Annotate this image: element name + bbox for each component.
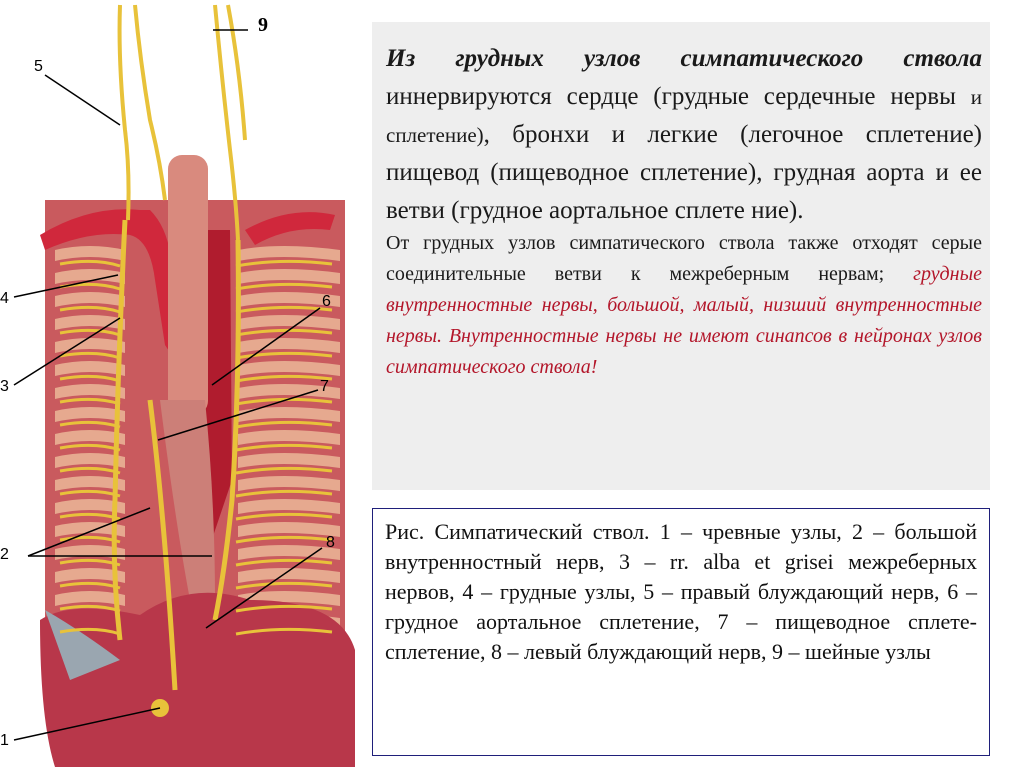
rib-right (238, 522, 340, 537)
rib-left (55, 338, 125, 353)
figure-caption: Рис. Симпатический ствол. 1 – чревные уз… (372, 508, 990, 756)
rib-right (238, 315, 340, 330)
esophagus (160, 400, 215, 600)
rib-left (55, 246, 125, 261)
ramus-left (59, 351, 121, 360)
rib-left (55, 269, 125, 284)
label-2: 2 (0, 546, 9, 563)
rib-right (238, 338, 340, 353)
label-1: 1 (0, 732, 9, 749)
ramus-left (59, 512, 121, 521)
intercostal-rami (59, 259, 333, 636)
rib-left (55, 407, 125, 422)
ramus-left (59, 604, 121, 613)
rib-right (238, 499, 340, 514)
stomach (40, 592, 355, 767)
rib-left (55, 384, 125, 399)
label-9: 9 (258, 14, 268, 36)
text-part-1-small: и сплетение) (386, 85, 982, 147)
label-3: 3 (0, 378, 9, 395)
ramus-left (59, 420, 121, 429)
rib-right (238, 545, 340, 560)
text-part-2: , бронхи и легкие (легочное сплетение) п… (386, 121, 982, 224)
sympathetic-trunk-drawing (13, 4, 355, 767)
text-part-1: иннервируются сердце (грудные сердечные … (386, 83, 971, 110)
ramus-right (235, 535, 333, 544)
rib-right (238, 384, 340, 399)
ramus-right (235, 581, 333, 590)
ramus-right (235, 259, 333, 268)
rib-left (55, 568, 125, 583)
diaphragm (45, 610, 120, 680)
ramus-right (235, 282, 333, 291)
text-part-4-highlight: грудные внутренностные нервы, большой, м… (386, 263, 982, 378)
anatomy-illustration: 9 5 4 3 6 7 2 8 1 (0, 0, 372, 767)
rib-left (55, 476, 125, 491)
ramus-left (59, 374, 121, 383)
rib-right (238, 246, 340, 261)
label-4: 4 (0, 290, 9, 307)
rib-left (55, 430, 125, 445)
rib-left (55, 453, 125, 468)
subclavian-artery (245, 212, 335, 245)
rib-right (238, 453, 340, 468)
leader-lines (13, 29, 323, 741)
rib-right (238, 430, 340, 445)
ramus-left (59, 466, 121, 475)
ramus-right (235, 443, 333, 452)
rib-right (238, 568, 340, 583)
ramus-left (59, 535, 121, 544)
rib-right (238, 361, 340, 376)
ramus-left (59, 305, 121, 314)
ramus-right (235, 305, 333, 314)
ramus-left (59, 627, 121, 636)
ramus-right (235, 489, 333, 498)
description-text-box: Из грудных узлов симпатического ствола и… (372, 22, 990, 490)
ramus-right (235, 512, 333, 521)
description-paragraph-2: От грудных узлов симпатического ствола т… (386, 228, 982, 383)
rib-right (238, 292, 340, 307)
aortic-arch (40, 209, 187, 360)
rib-left (55, 292, 125, 307)
ramus-right (235, 420, 333, 429)
description-paragraph: Из грудных узлов симпатического ствола и… (386, 40, 982, 230)
rib-left (55, 499, 125, 514)
label-6: 6 (322, 293, 331, 310)
ramus-right (235, 627, 333, 636)
ramus-left (59, 489, 121, 498)
rib-left (55, 361, 125, 376)
rib-right (238, 407, 340, 422)
label-5: 5 (34, 58, 43, 75)
ramus-left (59, 443, 121, 452)
ramus-right (235, 351, 333, 360)
label-8: 8 (326, 534, 335, 551)
ramus-left (59, 328, 121, 337)
lead-phrase: Из грудных узлов симпатического ствола (386, 45, 982, 72)
ramus-right (235, 397, 333, 406)
ramus-left (59, 558, 121, 567)
ramus-right (235, 558, 333, 567)
ramus-left (59, 259, 121, 268)
ramus-left (59, 397, 121, 406)
ramus-right (235, 466, 333, 475)
label-7: 7 (320, 378, 329, 395)
rib-right (238, 476, 340, 491)
ramus-right (235, 604, 333, 613)
ramus-right (235, 374, 333, 383)
ribs (55, 246, 340, 629)
ramus-left (59, 581, 121, 590)
cervical-nerves (117, 4, 247, 241)
text-part-3: От грудных узлов симпатического ствола т… (386, 232, 982, 285)
ramus-right (235, 328, 333, 337)
trachea (168, 155, 208, 415)
rib-right (238, 269, 340, 284)
rib-left (55, 522, 125, 537)
rib-left (55, 591, 125, 606)
